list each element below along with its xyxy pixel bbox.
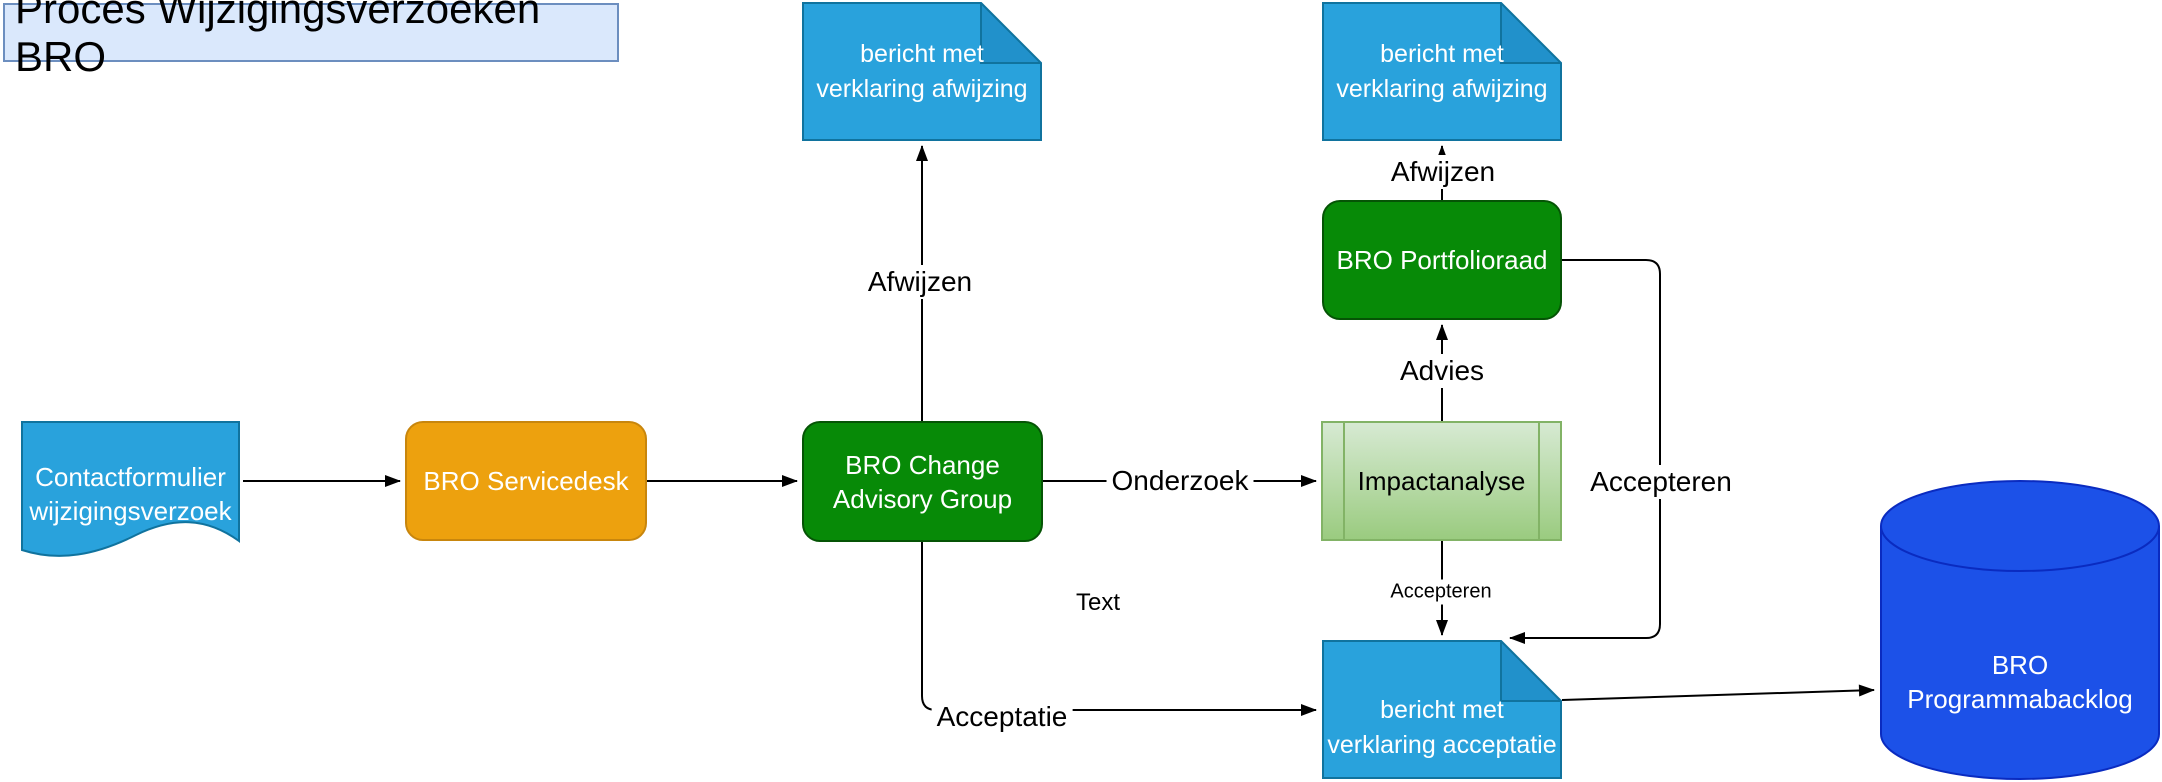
note-shape xyxy=(1322,638,1564,779)
servicedesk-label: BRO Servicedesk xyxy=(423,466,629,496)
diagram-title: Proces Wijzigingsverzoeken BRO xyxy=(3,0,619,80)
document-outline xyxy=(21,421,240,557)
cylinder-body xyxy=(1880,480,2160,780)
note-fold-corner xyxy=(1500,0,1564,64)
note-shape xyxy=(1322,0,1564,141)
node-note-verklaring-afwijzing-left: bericht met verklaring afwijzing xyxy=(802,0,1044,141)
node-bro-servicedesk: BRO Servicedesk xyxy=(405,421,647,541)
floating-text-placeholder: Text xyxy=(1070,588,1126,618)
cylinder-top-edge xyxy=(1880,525,2160,572)
process-outline xyxy=(1321,421,1562,541)
edge-label-advies: Advies xyxy=(1394,354,1490,388)
edge-label-acceptatie: Acceptatie xyxy=(931,700,1073,734)
contactformulier-label: Contactformulier wijzigingsverzoek xyxy=(29,461,232,526)
cag-label-line1: BRO Change xyxy=(845,449,1000,480)
edge-label-onderzoek: Onderzoek xyxy=(1106,464,1254,498)
node-impactanalyse: Impactanalyse xyxy=(1321,421,1562,541)
edge-note-programmabacklog xyxy=(1561,684,1875,701)
node-bro-change-advisory-group: BRO Change Advisory Group xyxy=(802,421,1043,542)
edge-cag-acceptatie-note xyxy=(921,542,1317,716)
note-afwijzing-left-label: bericht met verklaring afwijzing xyxy=(816,39,1028,103)
process-shape xyxy=(1321,421,1562,541)
note-fold-corner xyxy=(1500,638,1564,702)
edge-label-accepteren-impactanalyse: Accepteren xyxy=(1385,579,1497,605)
edge-label-accepteren-portfolioraad: Accepteren xyxy=(1585,465,1737,499)
programmabacklog-label: BRO Programmabacklog xyxy=(1907,650,2133,714)
portfolioraad-label: BRO Portfolioraad xyxy=(1336,245,1548,275)
node-contactformulier-wijzigingsverzoek: Contactformulier wijzigingsverzoek xyxy=(21,421,240,566)
node-bro-programmabacklog: BRO Programmabacklog xyxy=(1880,480,2160,780)
impactanalyse-label: Impactanalyse xyxy=(1357,466,1526,496)
note-acceptatie-label: bericht met verklaring acceptatie xyxy=(1327,695,1557,759)
node-note-verklaring-afwijzing-right: bericht met verklaring afwijzing xyxy=(1322,0,1564,141)
node-bro-portfolioraad: BRO Portfolioraad xyxy=(1322,200,1562,320)
cag-label-line2: Advisory Group xyxy=(832,483,1013,514)
cylinder-shape xyxy=(1880,480,2160,780)
edge-portfolioraad-accepteren-note xyxy=(1509,259,1661,644)
note-fold-corner xyxy=(980,0,1044,64)
note-shape xyxy=(802,0,1044,141)
document-shape xyxy=(21,421,240,557)
node-note-verklaring-acceptatie: bericht met verklaring acceptatie xyxy=(1322,638,1564,779)
edge-label-afwijzen-portfolioraad: Afwijzen xyxy=(1385,155,1501,189)
note-afwijzing-right-label: bericht met verklaring afwijzing xyxy=(1336,39,1548,103)
edge-label-afwijzen-cag: Afwijzen xyxy=(862,265,978,299)
